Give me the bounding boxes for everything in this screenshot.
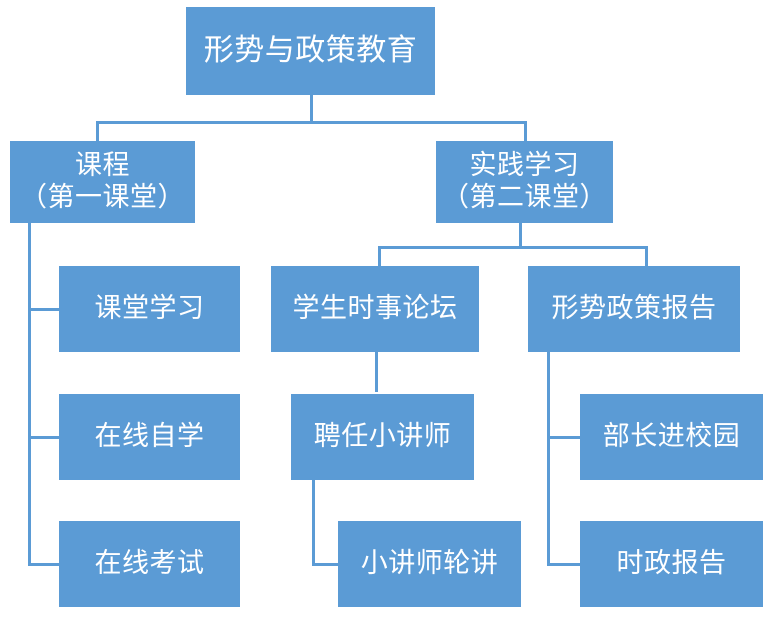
- node-policy-report[interactable]: 形势政策报告: [528, 266, 740, 352]
- node-root[interactable]: 形势与政策教育: [186, 7, 435, 95]
- node-student-forum-label: 学生时事论坛: [292, 293, 458, 324]
- node-course-classroom-study-label: 课堂学习: [94, 293, 205, 324]
- node-current-affairs-report-label: 时政报告: [616, 548, 727, 579]
- connector-root-split-bar: [96, 121, 527, 124]
- node-branch-practice[interactable]: 实践学习 （第二课堂）: [436, 141, 613, 223]
- connector-course-stub-2: [28, 436, 60, 439]
- node-course-classroom-study[interactable]: 课堂学习: [59, 266, 240, 352]
- node-branch-practice-label-line2: （第二课堂）: [442, 182, 607, 212]
- connector-forum-to-lecturer: [375, 352, 378, 392]
- node-lecturer-hire-label: 聘任小讲师: [313, 421, 452, 452]
- connector-course-spine: [28, 222, 31, 565]
- connector-report-stub-1: [547, 436, 581, 439]
- connector-practice-to-report: [645, 246, 648, 268]
- node-branch-course[interactable]: 课程 （第一课堂）: [10, 141, 195, 223]
- node-branch-course-label-line1: 课程: [75, 150, 130, 181]
- node-lecturer-rotation-label: 小讲师轮讲: [360, 548, 499, 579]
- node-student-forum[interactable]: 学生时事论坛: [271, 266, 479, 352]
- connector-practice-split-bar: [378, 246, 648, 249]
- node-course-online-self-study[interactable]: 在线自学: [59, 394, 240, 480]
- connector-practice-to-forum: [378, 246, 381, 268]
- connector-course-stub-1: [28, 308, 60, 311]
- connector-course-stub-3: [28, 563, 60, 566]
- node-current-affairs-report[interactable]: 时政报告: [580, 521, 763, 607]
- node-lecturer-hire[interactable]: 聘任小讲师: [291, 394, 474, 480]
- connector-report-stub-2: [547, 563, 581, 566]
- connector-root-stem: [310, 94, 313, 124]
- node-minister-campus-label: 部长进校园: [602, 421, 741, 452]
- node-root-label: 形势与政策教育: [203, 34, 418, 68]
- connector-lecturer-elbow-horizontal: [312, 563, 340, 566]
- node-course-online-exam-label: 在线考试: [94, 548, 205, 579]
- connector-lecturer-elbow-vertical: [312, 480, 315, 565]
- node-policy-report-label: 形势政策报告: [551, 293, 717, 324]
- node-branch-course-label-line2: （第一课堂）: [20, 182, 185, 212]
- node-course-online-self-study-label: 在线自学: [94, 421, 205, 452]
- node-minister-campus[interactable]: 部长进校园: [580, 394, 763, 480]
- node-branch-practice-label-line1: 实践学习: [469, 150, 580, 181]
- connector-root-to-course: [96, 121, 99, 142]
- node-course-online-exam[interactable]: 在线考试: [59, 521, 240, 607]
- connector-practice-stem: [519, 222, 522, 249]
- node-lecturer-rotation[interactable]: 小讲师轮讲: [338, 521, 521, 607]
- connector-report-spine: [547, 352, 550, 565]
- connector-root-to-practice: [524, 121, 527, 142]
